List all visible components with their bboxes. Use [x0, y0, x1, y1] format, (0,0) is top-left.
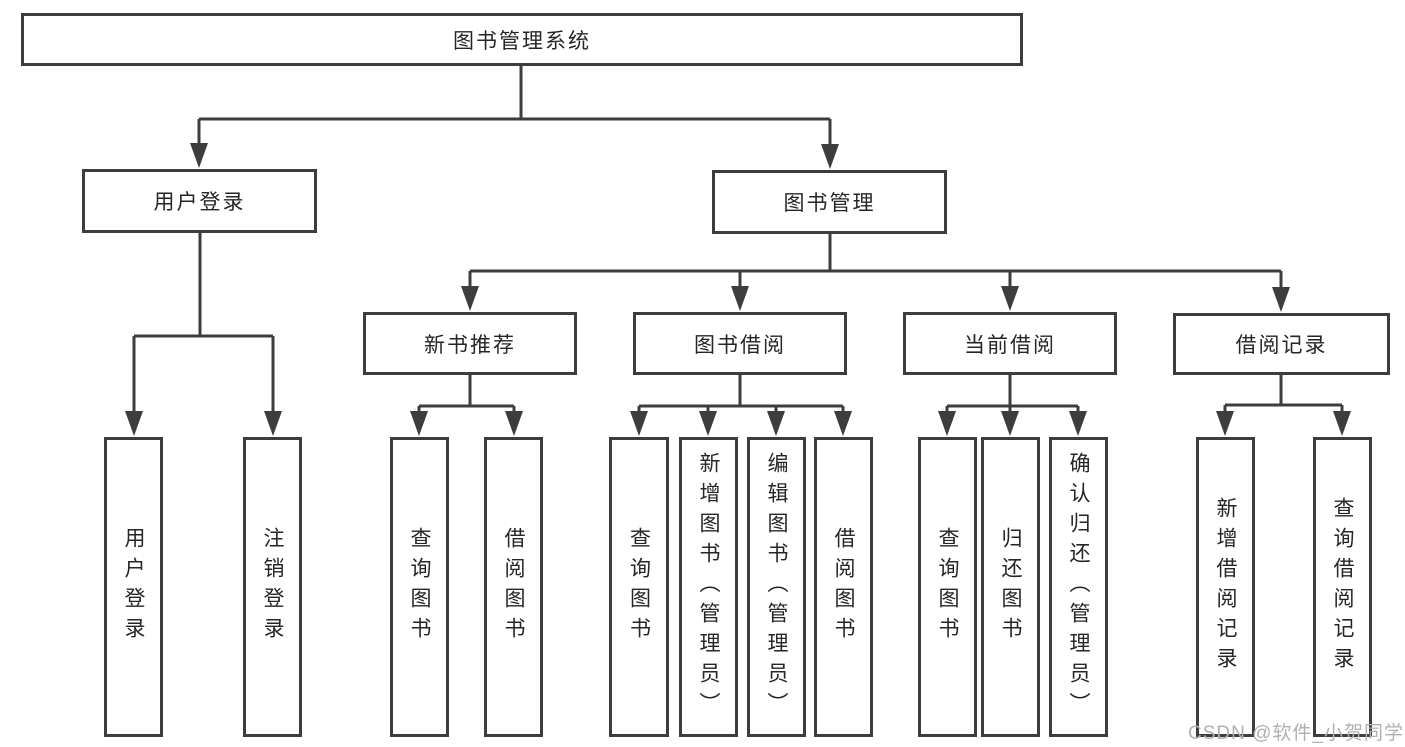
- node-label: 编辑图书（管理员）: [765, 452, 788, 722]
- node-label: 查询借阅记录: [1331, 497, 1354, 677]
- arrow-down-icon: [190, 143, 208, 168]
- arrow-down-icon: [264, 411, 282, 436]
- arrow-down-icon: [1216, 411, 1234, 436]
- arrow-down-icon: [505, 411, 523, 436]
- node-label: 查询图书: [936, 527, 959, 647]
- node-root: 图书管理系统: [21, 13, 1023, 66]
- arrow-down-icon: [731, 286, 749, 311]
- node-borrow-records: 借阅记录: [1173, 313, 1390, 375]
- arrow-down-icon: [410, 411, 428, 436]
- connector-path: [132, 66, 1344, 414]
- arrow-down-icon: [699, 411, 717, 436]
- node-current-borrowing: 当前借阅: [903, 312, 1117, 375]
- node-label: 归还图书: [999, 527, 1022, 647]
- leaf-query-borrow-record: 查询借阅记录: [1313, 437, 1372, 737]
- leaf-add-books-admin: 新增图书（管理员）: [679, 437, 738, 737]
- arrow-down-icon: [125, 411, 143, 436]
- leaf-query-books-recommend: 查询图书: [390, 437, 449, 737]
- node-label: 新增借阅记录: [1214, 497, 1237, 677]
- node-label: 当前借阅: [964, 333, 1056, 357]
- leaf-add-borrow-record: 新增借阅记录: [1196, 437, 1255, 737]
- node-label: 图书管理: [783, 192, 876, 215]
- arrow-down-icon: [821, 144, 839, 169]
- arrow-down-icon: [1272, 287, 1290, 312]
- leaf-query-books-current: 查询图书: [918, 437, 977, 737]
- node-label: 图书管理系统: [453, 29, 591, 53]
- arrow-down-icon: [1333, 411, 1351, 436]
- node-label: 查询图书: [627, 527, 651, 647]
- node-label: 图书借阅: [694, 333, 786, 357]
- watermark-text: CSDN @软件_小贺同学: [1188, 723, 1404, 744]
- leaf-logout: 注销登录: [243, 437, 302, 737]
- node-label: 新增图书（管理员）: [697, 452, 720, 722]
- node-label: 借阅图书: [502, 527, 525, 647]
- leaf-query-books-borrowing: 查询图书: [609, 437, 669, 737]
- arrow-down-icon: [1001, 411, 1019, 436]
- arrow-down-icon: [1069, 411, 1087, 436]
- node-label: 用户登录: [153, 191, 246, 214]
- leaf-return-books: 归还图书: [981, 437, 1040, 737]
- node-label: 注销登录: [261, 527, 284, 647]
- node-label: 新书推荐: [424, 333, 516, 357]
- leaf-user-login: 用户登录: [104, 437, 163, 737]
- node-label: 用户登录: [122, 527, 145, 647]
- leaf-borrow-books-borrowing: 借阅图书: [814, 437, 873, 737]
- node-book-borrowing: 图书借阅: [633, 312, 847, 375]
- node-label: 借阅记录: [1235, 334, 1328, 357]
- node-label: 借阅图书: [832, 527, 855, 647]
- leaf-borrow-books-recommend: 借阅图书: [484, 437, 543, 737]
- arrow-down-icon: [834, 411, 852, 436]
- arrow-down-icon: [461, 286, 479, 311]
- node-book-management: 图书管理: [712, 170, 947, 234]
- arrow-down-icon: [630, 411, 648, 436]
- node-new-book-recommend: 新书推荐: [363, 312, 577, 375]
- arrow-down-icon: [1001, 286, 1019, 311]
- arrow-down-icon: [938, 411, 956, 436]
- node-label: 确认归还（管理员）: [1067, 452, 1090, 722]
- leaf-edit-books-admin: 编辑图书（管理员）: [747, 437, 806, 737]
- arrowheads: [125, 143, 1351, 436]
- arrow-down-icon: [767, 411, 785, 436]
- node-user-login: 用户登录: [82, 169, 317, 233]
- node-label: 查询图书: [408, 527, 431, 647]
- leaf-confirm-return-admin: 确认归还（管理员）: [1049, 437, 1108, 737]
